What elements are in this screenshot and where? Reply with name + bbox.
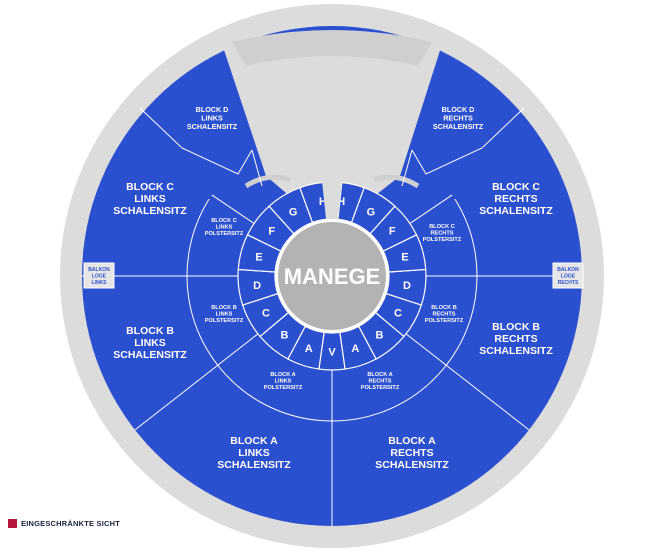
row-links-b-letter: B [281,330,289,342]
row-links-d-letter: D [253,280,261,292]
stage-top [232,30,432,66]
manege-circle [278,222,386,330]
row-rechts-c-letter: C [394,308,402,320]
balkon-loge-links-label: LOGE [92,274,107,280]
row-links-a-letter: A [305,343,313,355]
row-links-g-letter: G [289,206,298,218]
row-rechts-f-letter: F [389,226,396,238]
polster-ring [186,198,478,422]
divider-d-c-links [139,107,253,175]
restricted-view-swatch [8,518,17,528]
balkon-loge-rechts-label: BALKON [557,267,579,273]
row-rechts-h-letter: H [337,196,345,208]
row-links-f-letter: F [268,226,275,238]
manege-area: MANEGE [275,219,389,333]
balkon-loge-links-label: LINKS [92,280,108,286]
aisle-top [321,180,343,222]
entrance-rib-left [244,174,291,189]
row-rechts-b-letter: B [376,330,384,342]
divider-c-h-rechts [409,194,453,224]
row-links-c-letter: C [262,308,270,320]
divider-a-b-rechts [405,333,530,431]
row-v-letter: V [328,347,336,359]
divider-c-poster-links [251,149,263,187]
row-rechts-g-letter: G [367,206,376,218]
row-rechts-e-letter: E [401,251,408,263]
legend-label: EINGESCHRÄNKTE SICHT [21,518,121,528]
row-rechts-a-letter: A [351,343,359,355]
stage-wedge [220,38,444,198]
row-rechts-d-letter: D [403,280,411,292]
balkon-loge-rechts-box [552,262,584,289]
balkon-loge-rechts-label: LOGE [561,274,576,280]
manege-label: MANEGE [284,264,381,289]
row-links-h-letter: H [319,196,327,208]
legend: EINGESCHRÄNKTE SICHT [8,517,120,529]
row-links-e-letter: E [255,251,262,263]
divider-d-c-rechts [411,107,525,175]
balkon-loge-links-label: BALKON [88,267,110,273]
stage-entrance [220,30,444,198]
divider-c-poster-rechts [401,149,413,187]
balkon-loge-rechts-label: RECHTS [558,280,579,286]
balkon-loge-links-box [83,262,115,289]
divider-a-b-links [134,333,259,431]
entrance-rib-right [373,174,420,189]
divider-c-h-links [211,194,255,224]
